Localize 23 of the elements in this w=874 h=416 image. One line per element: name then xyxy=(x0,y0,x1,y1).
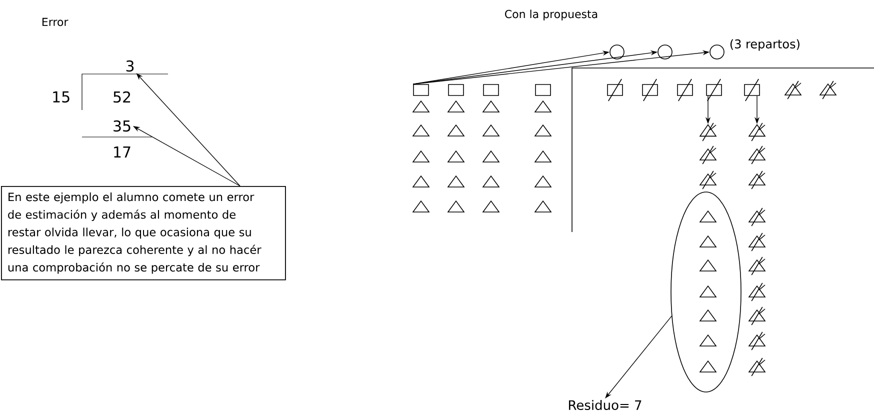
text-label: 17 xyxy=(114,146,130,158)
circle-symbol xyxy=(658,44,672,60)
quotient-digit: 3 xyxy=(126,60,134,72)
crossed-square-symbol xyxy=(642,78,658,102)
callout-box: En este ejemplo el alumno comete un error de estimación y además al momento de restar olvida llevar, lo que ocasiona que su resultado le parezca coherente y al no hacér una comprobación no se percate de su error xyxy=(1,186,286,280)
crossed-square-symbol xyxy=(677,78,693,102)
result-label: Residuo= 7 xyxy=(569,400,642,410)
product-number: 35 xyxy=(114,120,130,132)
text-label: 15 xyxy=(53,91,70,103)
square-symbol xyxy=(413,84,429,96)
ellipse-outline xyxy=(670,192,742,392)
crossed-square-symbol xyxy=(706,78,722,102)
text-label: Error xyxy=(42,18,68,26)
text-label: 52 xyxy=(114,91,130,103)
text-label: (3 repartos) xyxy=(730,39,800,51)
text-label: Con la propuesta xyxy=(505,10,598,20)
square-symbol xyxy=(483,84,499,96)
circle-symbol xyxy=(610,44,624,60)
crossed-square-symbol xyxy=(607,78,623,102)
crossed-square-symbol xyxy=(744,78,760,102)
square-symbol xyxy=(448,84,464,96)
circle-symbol xyxy=(710,44,724,60)
square-symbol xyxy=(535,84,551,96)
